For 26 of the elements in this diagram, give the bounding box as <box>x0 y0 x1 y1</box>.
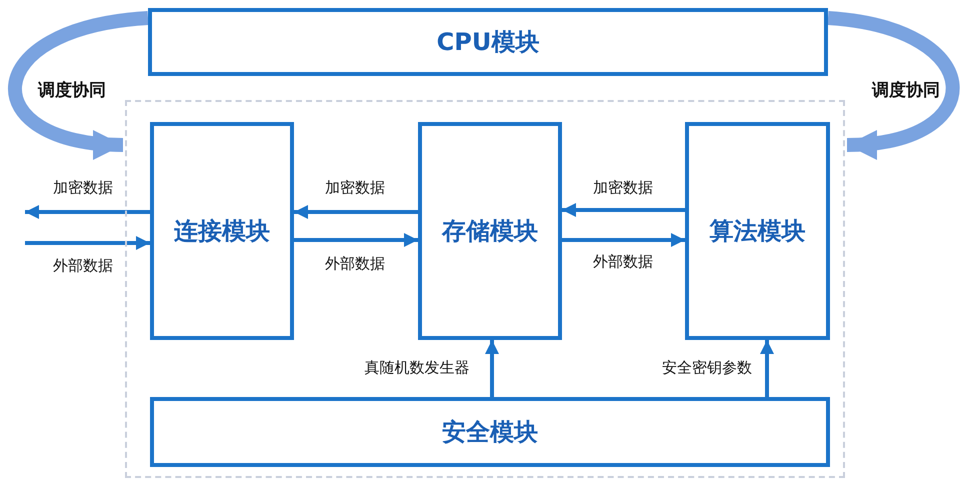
dashed-frame <box>125 100 845 478</box>
module-box: 存储模块 <box>418 122 562 340</box>
arrow <box>25 236 150 250</box>
arrow <box>760 340 774 397</box>
module-box: 连接模块 <box>150 122 294 340</box>
curved-arrow <box>8 11 149 158</box>
curved-arrow <box>827 11 960 158</box>
edge-label: 外部数据 <box>591 252 655 272</box>
edge-label: 外部数据 <box>51 256 115 276</box>
edge-label: 调度协同 <box>36 78 108 102</box>
edge-label: 加密数据 <box>51 178 115 198</box>
arrow <box>294 205 418 219</box>
module-box: 算法模块 <box>685 122 830 340</box>
edge-label: 真随机数发生器 <box>362 358 472 378</box>
arrow <box>562 203 685 217</box>
arrow <box>485 340 499 397</box>
arrow <box>562 233 685 247</box>
module-box: CPU模块 <box>148 8 828 76</box>
arrow <box>25 205 150 219</box>
arrow <box>294 233 418 247</box>
module-box: 安全模块 <box>150 397 830 467</box>
edge-label: 加密数据 <box>323 178 387 198</box>
edge-label: 加密数据 <box>591 178 655 198</box>
edge-label: 安全密钥参数 <box>660 358 754 378</box>
edge-label: 外部数据 <box>323 254 387 274</box>
edge-label: 调度协同 <box>870 78 942 102</box>
